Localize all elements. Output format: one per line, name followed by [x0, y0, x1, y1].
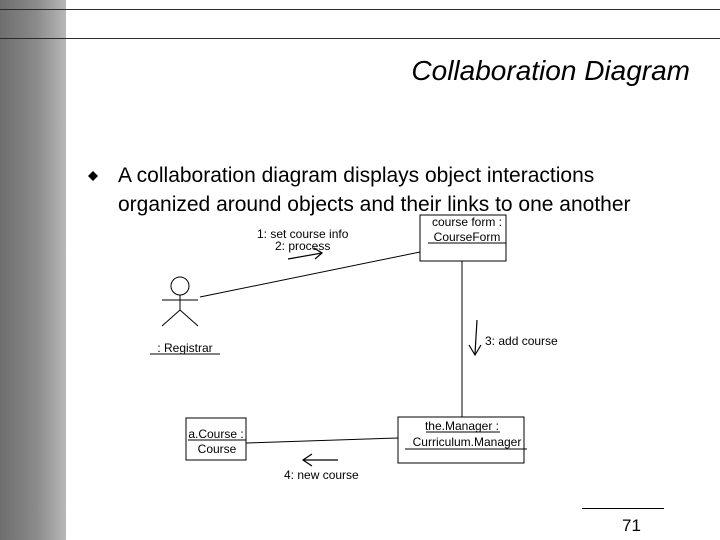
- actor-registrar-label: : Registrar: [157, 341, 212, 355]
- object-manager-class: Curriculum.Manager: [413, 435, 522, 449]
- object-a-course-name: a.Course :: [188, 427, 243, 441]
- object-a-course: [185, 417, 247, 461]
- object-a-course-class: Course: [198, 442, 237, 456]
- side-bar-decoration: [0, 0, 66, 540]
- bullet-text: A collaboration diagram displays object …: [118, 164, 631, 216]
- message-3-label: 3: add course: [485, 334, 558, 348]
- page-number: 71: [622, 516, 641, 535]
- message-2-label: 2: process: [275, 239, 330, 253]
- message-3-arrow-icon: [468, 319, 482, 357]
- link-manager-acourse: [245, 437, 399, 444]
- slide-title: Collaboration Diagram: [411, 55, 690, 86]
- object-course-form-class: CourseForm: [434, 230, 501, 244]
- diamond-bullet-icon: [88, 171, 98, 181]
- top-rule: [0, 9, 720, 10]
- actor-stick-figure-icon: [161, 276, 199, 327]
- object-course-form: [419, 214, 507, 262]
- page-number-rule: [582, 508, 664, 509]
- message-2-arrow-icon: [287, 247, 324, 260]
- object-manager-name: the.Manager :: [425, 419, 499, 433]
- title-rule: [0, 38, 720, 39]
- object-course-form-name: course form :: [432, 215, 502, 229]
- message-4-arrow-icon: [301, 453, 338, 467]
- link-registrar-courseform: [199, 251, 421, 298]
- message-4-label: 4: new course: [284, 468, 359, 482]
- object-manager: [397, 416, 525, 464]
- message-1-label: 1: set course info: [257, 227, 349, 241]
